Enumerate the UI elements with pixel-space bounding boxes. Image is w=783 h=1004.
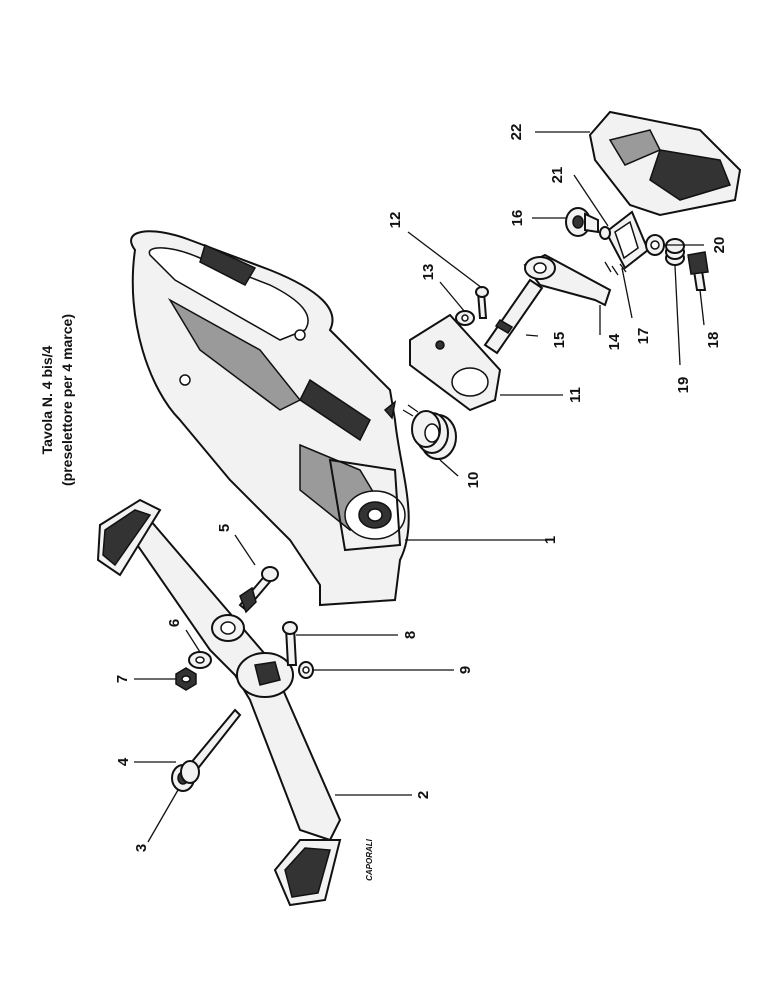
screw-5 (238, 566, 279, 614)
title-line-1: Tavola N. 4 bis/4 (39, 345, 55, 454)
gear-pedal-part (96, 498, 342, 907)
washer-21 (599, 226, 611, 240)
callout-20: 20 (711, 237, 728, 254)
callout-8: 8 (402, 631, 419, 639)
cap-22 (588, 110, 742, 217)
callout-5: 5 (216, 524, 233, 532)
plate-11 (409, 313, 502, 412)
callout-21: 21 (549, 167, 566, 184)
callout-17: 17 (635, 328, 652, 345)
callout-18: 18 (705, 332, 722, 349)
title-block: Tavola N. 4 bis/4 (preselettore per 4 ma… (39, 314, 75, 486)
callout-4: 4 (115, 757, 132, 766)
nut-7 (175, 667, 197, 691)
callout-16: 16 (509, 210, 526, 227)
housing-part (130, 230, 410, 607)
screw-12 (475, 286, 489, 319)
washer-9 (298, 661, 314, 679)
pin-4 (180, 708, 242, 784)
callout-12: 12 (387, 212, 404, 229)
callout-10: 10 (465, 472, 482, 489)
washer-13 (455, 310, 475, 326)
callout-15: 15 (551, 332, 568, 349)
callout-2: 2 (415, 791, 432, 799)
spring-10 (402, 404, 457, 460)
artist-signature: CAPORALI (365, 838, 374, 881)
title-line-2: (preselettore per 4 marce) (59, 314, 75, 486)
shaft-15 (483, 278, 544, 355)
callout-13: 13 (420, 264, 437, 281)
callout-9: 9 (457, 666, 474, 674)
bolt-8 (282, 621, 298, 666)
washer-20 (645, 234, 665, 256)
callout-19: 19 (675, 377, 692, 394)
lever-14 (523, 253, 612, 307)
callout-1: 1 (542, 536, 559, 544)
callout-3: 3 (133, 844, 150, 852)
callout-labels: 1 2 3 4 5 6 7 8 9 10 11 12 13 14 15 16 1… (114, 124, 728, 853)
washer-6 (188, 651, 212, 669)
bush-16 (565, 207, 599, 237)
spring-19 (665, 238, 685, 266)
selector-17 (604, 210, 650, 276)
callout-14: 14 (606, 333, 623, 350)
bolt-18 (687, 251, 709, 291)
callout-11: 11 (567, 387, 584, 403)
callout-22: 22 (508, 124, 525, 141)
callout-7: 7 (114, 675, 131, 683)
leader-lines (134, 131, 705, 843)
callout-6: 6 (166, 619, 183, 627)
